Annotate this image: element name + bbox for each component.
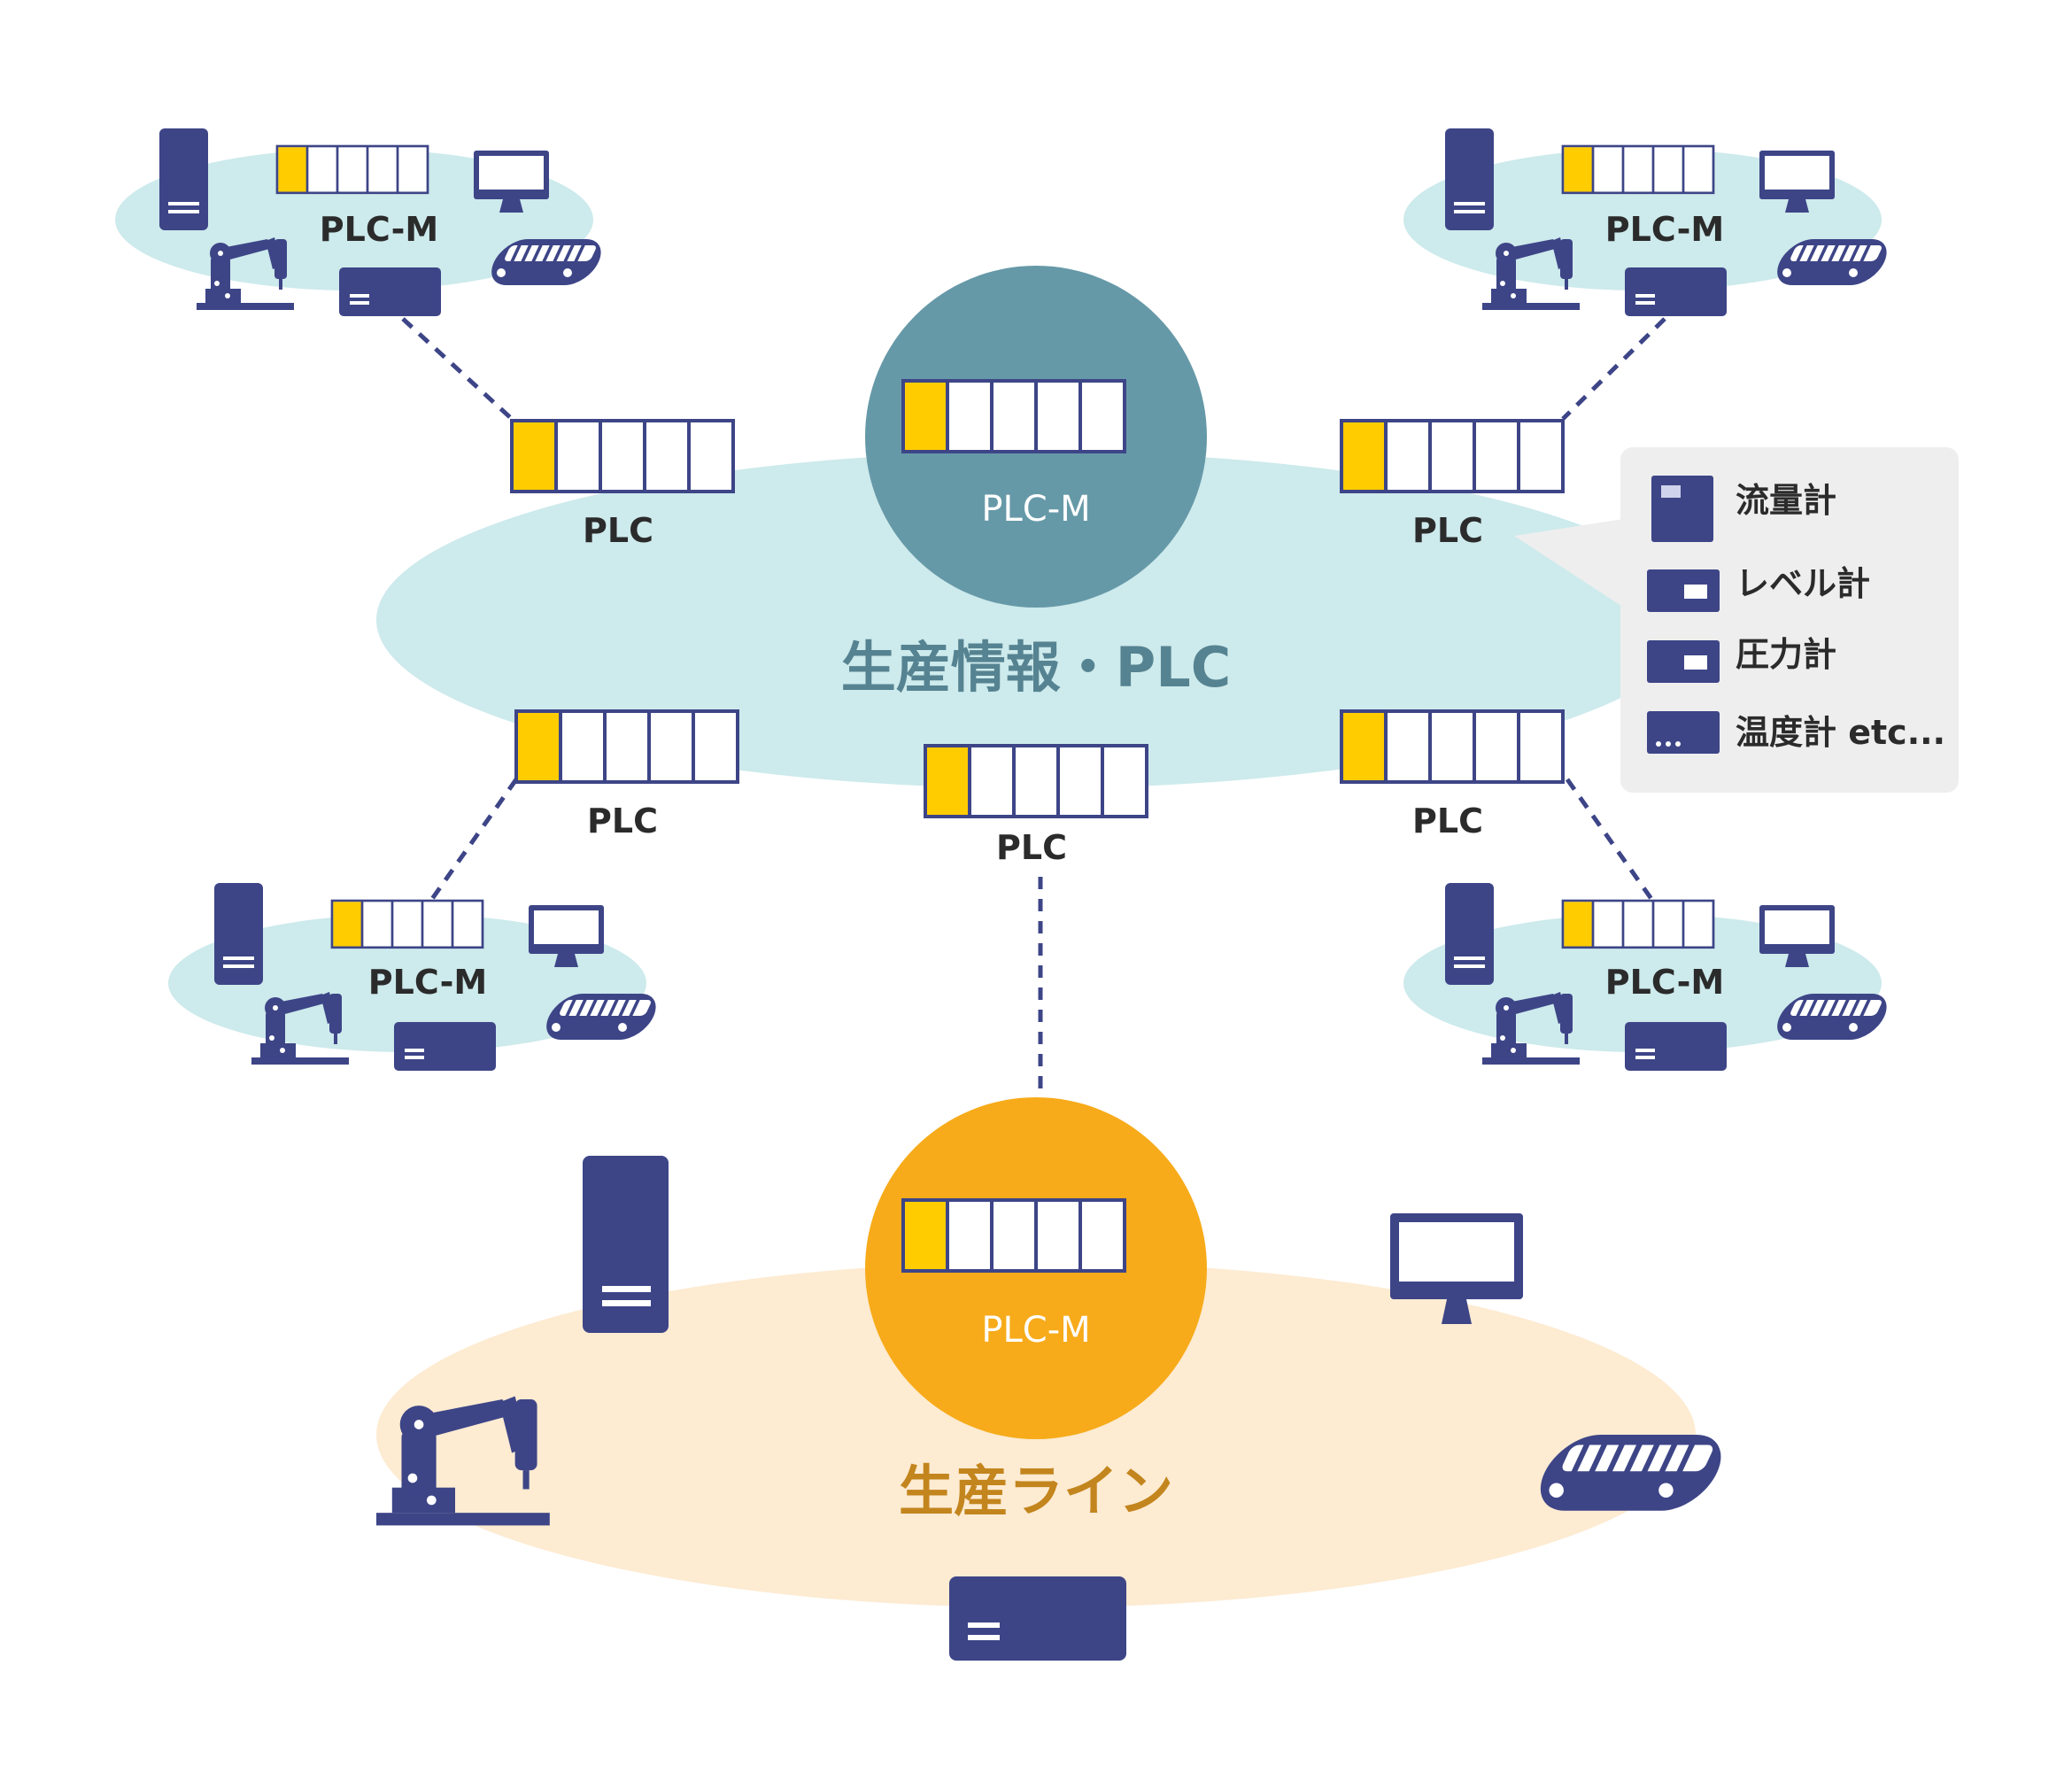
server-icon [1445, 883, 1494, 985]
server-icon [214, 883, 263, 985]
legend: 流量計 レベル計 圧力計 温度計 etc... [1514, 447, 1959, 793]
zone-title-production-info: 生産情報・PLC [841, 635, 1231, 700]
legend-label: 温度計 etc... [1736, 713, 1945, 752]
thermometer-icon [1647, 711, 1720, 754]
cluster-bottom-right: PLC-M [1403, 883, 1897, 1071]
server-icon [159, 128, 208, 230]
plc-node-bottom-center: PLC [924, 744, 1148, 867]
plc-m-module-line [901, 1198, 1126, 1273]
plc-label: PLC [587, 802, 658, 840]
plc-label: PLC [1412, 802, 1483, 840]
plc-node-top-right: PLC [1340, 419, 1565, 550]
cluster-label: PLC-M [1605, 210, 1724, 249]
cluster-bottom-left: PLC-M [168, 883, 666, 1071]
server-icon [583, 1156, 669, 1333]
level-meter-icon [949, 1576, 1126, 1661]
plc-node-top-left: PLC [510, 419, 735, 550]
level-meter-icon [394, 1022, 496, 1071]
plc-label: PLC [996, 828, 1067, 867]
plc-m-module-main [901, 379, 1126, 453]
cluster-top-right: PLC-M [1403, 128, 1897, 316]
level-meter-icon [1625, 1022, 1727, 1071]
legend-label: 流量計 [1736, 481, 1836, 520]
legend-label: 圧力計 [1736, 635, 1836, 674]
plc-node-bottom-right: PLC [1340, 709, 1565, 840]
legend-label: レベル計 [1736, 564, 1870, 603]
plc-m-module [1561, 899, 1715, 949]
pressure-gauge-icon [1647, 640, 1720, 683]
plc-m-module [330, 899, 484, 949]
production-info-zone [376, 452, 1696, 788]
connection-lines [401, 317, 1666, 1098]
plc-m-module [275, 144, 429, 195]
plc-node-bottom-left: PLC [514, 709, 739, 840]
cluster-top-left: PLC-M [115, 128, 611, 316]
server-icon [1445, 128, 1494, 230]
level-meter-icon [1647, 569, 1720, 612]
level-meter-icon [1625, 267, 1727, 316]
plc-label: PLC [583, 511, 653, 550]
cluster-label: PLC-M [320, 210, 438, 249]
plc-label: PLC [1412, 511, 1483, 550]
flow-meter-icon [1651, 476, 1713, 542]
cluster-label: PLC-M [368, 963, 487, 1002]
cluster-label: PLC-M [1605, 963, 1724, 1002]
plc-m-module [1561, 144, 1715, 195]
zone-title-production-line: 生産ライン [899, 1459, 1173, 1523]
monitor-icon [1390, 1213, 1523, 1324]
hub-label-main: PLC-M [981, 489, 1090, 530]
hub-label-line: PLC-M [981, 1310, 1090, 1351]
level-meter-icon [339, 267, 441, 316]
